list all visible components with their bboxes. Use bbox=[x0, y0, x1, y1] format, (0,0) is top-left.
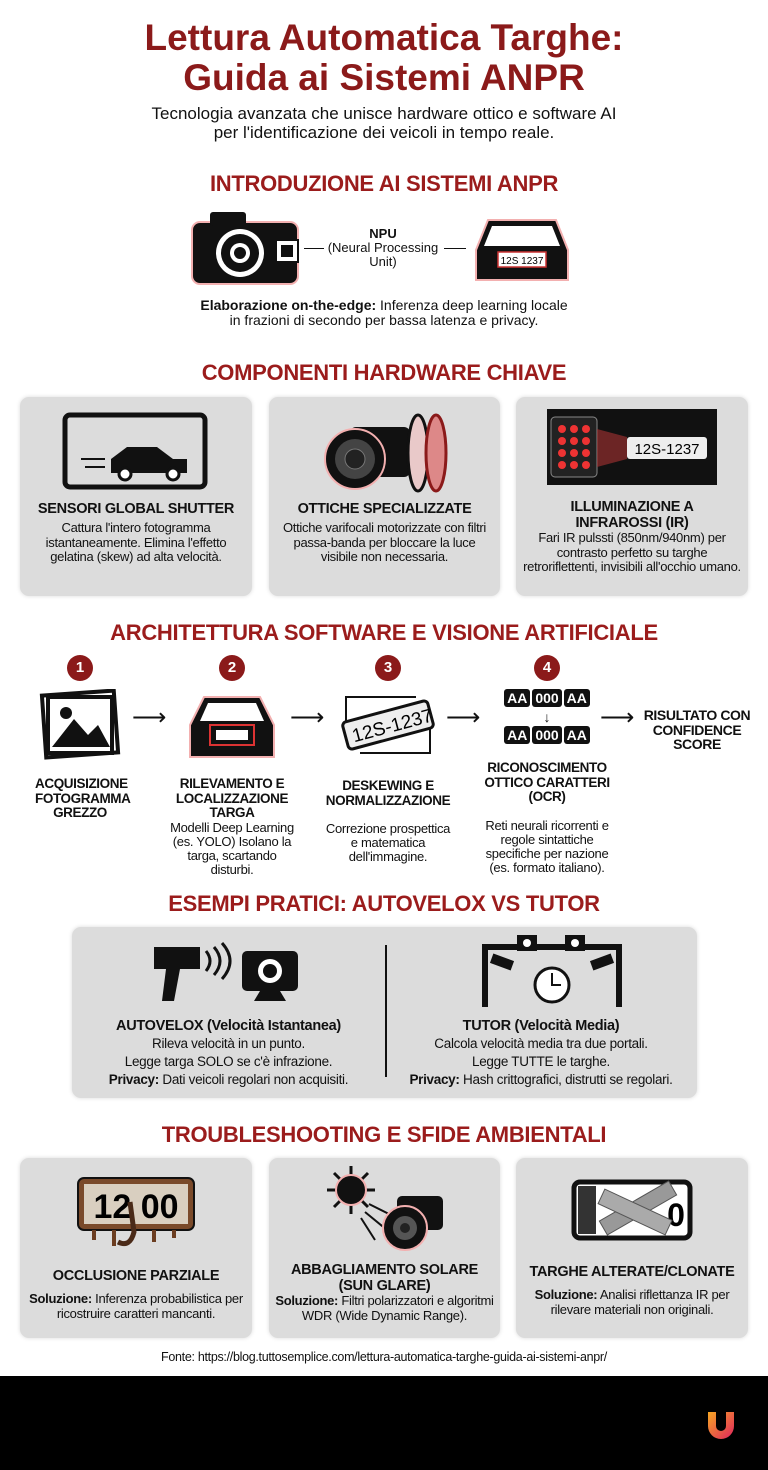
arrow-right-icon: ⟶ bbox=[290, 704, 325, 731]
plate-text: 12S 1237 bbox=[501, 256, 544, 267]
arrow-right-icon: ⟶ bbox=[600, 704, 635, 731]
tutor-panel: TUTOR (Velocità Media)Calcola velocità m… bbox=[409, 1018, 673, 1087]
connector-line bbox=[444, 248, 466, 249]
page-title: Lettura Automatica Targhe:Guida ai Siste… bbox=[144, 17, 624, 98]
troubleshooting-heading: TROUBLESHOOTING E SFIDE AMBIENTALI bbox=[161, 1122, 607, 1147]
arrow-down-icon: ↓ bbox=[543, 709, 551, 725]
intro-heading: INTRODUZIONE AI SISTEMI ANPR bbox=[209, 171, 559, 196]
connector-line bbox=[304, 248, 324, 249]
trouble-card-sun-glare: ABBAGLIAMENTO SOLARE (SUN GLARE)Soluzion… bbox=[269, 1158, 500, 1338]
page-subtitle: Tecnologia avanzata che unisce hardware … bbox=[151, 104, 617, 142]
image-icon bbox=[39, 689, 121, 760]
autovelox-panel: AUTOVELOX (Velocità Istantanea)Rileva ve… bbox=[108, 1018, 349, 1087]
brand-logo-icon bbox=[708, 1412, 734, 1439]
car-detection-icon bbox=[189, 696, 275, 758]
camera-chip-icon bbox=[191, 212, 299, 285]
divider bbox=[385, 945, 387, 1077]
arrow-right-icon: ⟶ bbox=[446, 704, 481, 731]
svg-text:12S-1237: 12S-1237 bbox=[634, 441, 699, 458]
deskew-plate-icon: 12S-1237 bbox=[341, 696, 435, 754]
camera-lens-filter-icon bbox=[323, 413, 447, 493]
examples-box: AUTOVELOX (Velocità Istantanea)Rileva ve… bbox=[72, 927, 697, 1098]
npu-label: NPU(Neural Processing Unit) bbox=[327, 226, 439, 269]
taped-plate-icon: 0 bbox=[571, 1179, 693, 1241]
tutor-gantry-icon bbox=[482, 935, 622, 1007]
hardware-card-infrared: 12S-1237 ILLUMINAZIONE A INFRAROSSI (IR)… bbox=[516, 397, 748, 596]
sun-camera-icon bbox=[326, 1166, 443, 1251]
source-link[interactable]: Fonte: https://blog.tuttosemplice.com/le… bbox=[161, 1350, 607, 1364]
result-label: RISULTATO CON CONFIDENCE SCORE bbox=[643, 707, 751, 752]
intro-caption: Elaborazione on-the-edge: Inferenza deep… bbox=[200, 297, 568, 328]
footer-bar bbox=[0, 1376, 768, 1470]
examples-heading: ESEMPI PRATICI: AUTOVELOX VS TUTOR bbox=[168, 891, 600, 916]
step-1: 1 ACQUISIZIONE FOTOGRAMMA GREZZO bbox=[5, 655, 155, 821]
arrow-right-icon: ⟶ bbox=[132, 704, 167, 731]
hardware-heading: COMPONENTI HARDWARE CHIAVE bbox=[201, 360, 567, 385]
monitor-car-icon bbox=[62, 412, 208, 490]
ir-illuminator-icon: 12S-1237 bbox=[547, 409, 717, 485]
software-heading: ARCHITETTURA SOFTWARE E VISIONE ARTIFICI… bbox=[110, 620, 658, 645]
svg-text:0: 0 bbox=[667, 1197, 685, 1233]
svg-text:12 00: 12 00 bbox=[93, 1188, 178, 1226]
speed-gun-camera-icon bbox=[154, 942, 298, 1001]
car-front-icon: 12S 1237 bbox=[475, 219, 569, 281]
muddy-plate-icon: 12 00 bbox=[77, 1177, 195, 1247]
